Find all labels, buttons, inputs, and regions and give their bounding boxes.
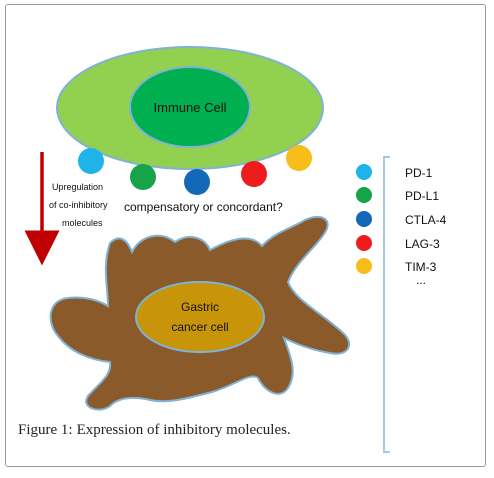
figure-frame <box>5 4 486 467</box>
legend-swatch-lag3 <box>356 235 372 251</box>
legend-label-pdl1: PD-L1 <box>405 189 439 203</box>
receptor-markers <box>78 145 312 195</box>
legend-swatch-tim3 <box>356 258 372 274</box>
cancer-cell-label-line1: Gastric <box>181 300 219 314</box>
immune-cell-nucleus <box>129 66 251 148</box>
immune-cell-label: Immune Cell <box>154 100 227 115</box>
legend-label-pd1: PD-1 <box>405 166 433 180</box>
gastric-cancer-cell: Gastric cancer cell <box>49 215 351 411</box>
pdl1-marker <box>130 164 156 190</box>
legend-label-tim3: TIM-3 <box>405 260 437 274</box>
immune-cell: Immune Cell <box>56 46 324 170</box>
relation-question: compensatory or concordant? <box>124 200 283 214</box>
legend-label-ctla4: CTLA-4 <box>405 213 447 227</box>
figure-caption: Figure 1:Expression of inhibitory molecu… <box>18 422 291 439</box>
caption-label: Figure 1: <box>18 422 73 438</box>
legend-label-lag3: LAG-3 <box>405 237 440 251</box>
caption-text: Expression of inhibitory molecules. <box>76 422 291 438</box>
arrow-label-line1: Upregulation <box>52 182 103 192</box>
legend: PD-1 PD-L1 CTLA-4 LAG-3 TIM-3 ... <box>356 156 447 453</box>
pd1-marker <box>78 148 104 174</box>
legend-bracket <box>383 156 390 453</box>
legend-swatch-pdl1 <box>356 187 372 203</box>
legend-swatch-ctla4 <box>356 211 372 227</box>
arrow-label-line3: molecules <box>62 218 103 228</box>
cancer-cell-nucleus <box>135 281 265 353</box>
arrow-label-line2: of co-inhibitory <box>49 200 108 210</box>
cancer-cell-label-line2: cancer cell <box>171 320 228 334</box>
ctla4-marker <box>184 169 210 195</box>
legend-swatch-pd1 <box>356 164 372 180</box>
legend-more: ... <box>416 273 426 287</box>
arrow-label: Upregulation of co-inhibitory molecules <box>49 182 108 228</box>
lag3-marker <box>241 161 267 187</box>
tim3-marker <box>286 145 312 171</box>
